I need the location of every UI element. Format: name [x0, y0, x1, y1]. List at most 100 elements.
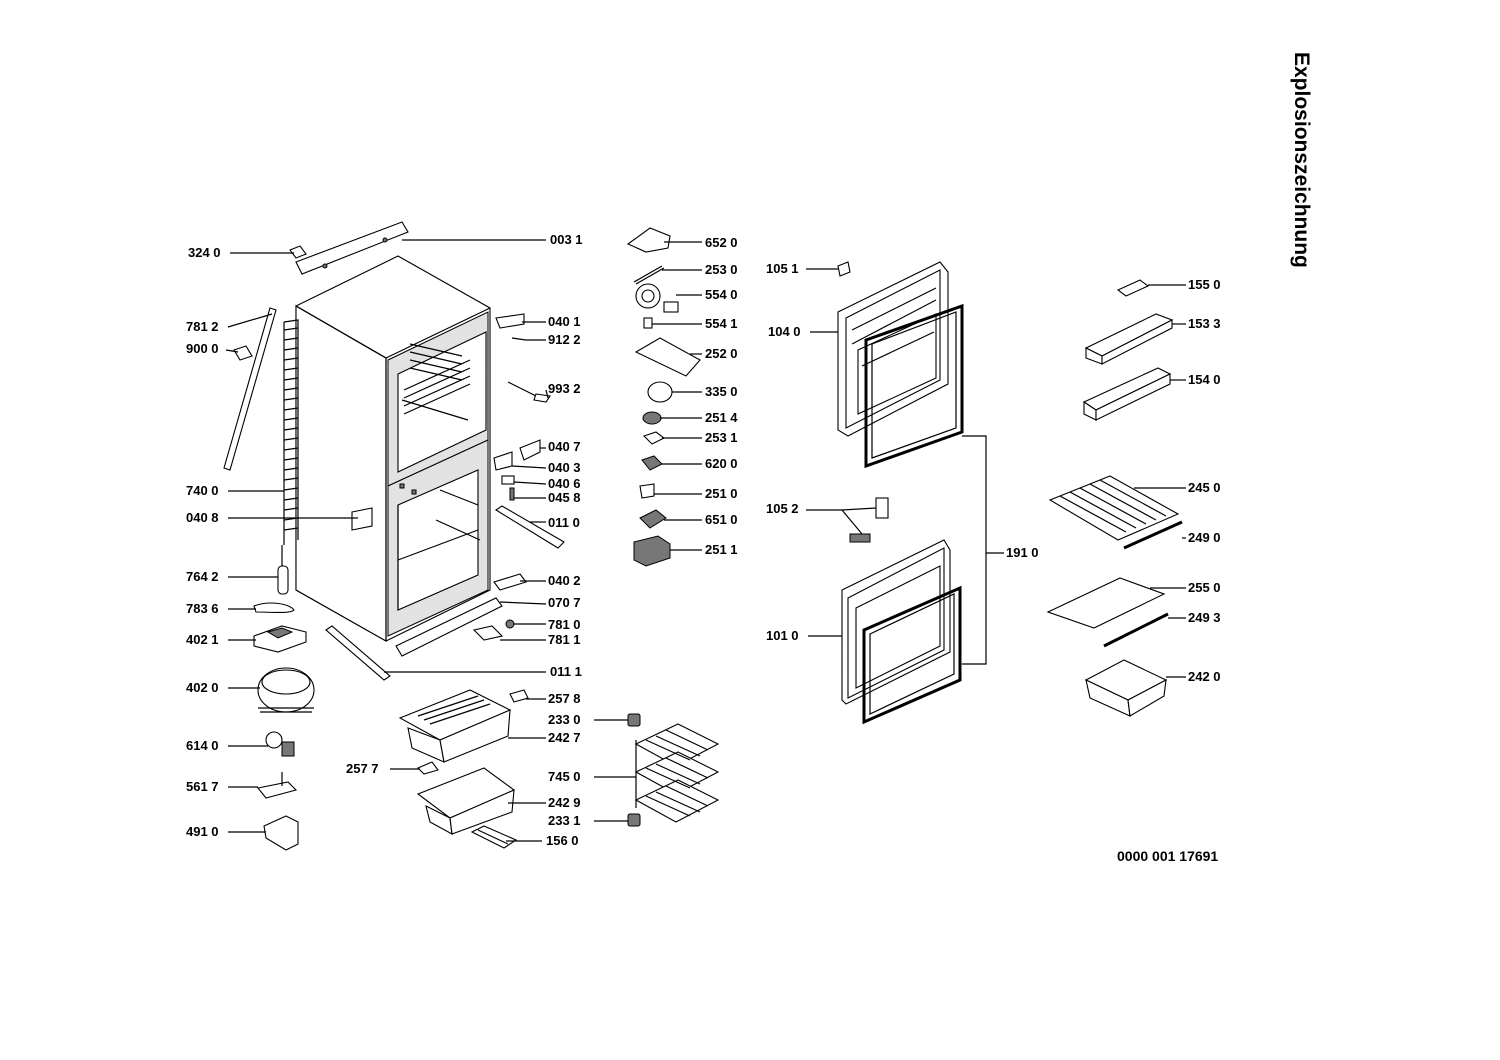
part-label: 249 3	[1188, 610, 1221, 625]
part-label: 255 0	[1188, 580, 1221, 595]
part-105-1	[837, 261, 851, 277]
part-label: 070 7	[548, 595, 581, 610]
part-label: 251 0	[705, 486, 738, 501]
part-label: 402 1	[186, 632, 219, 647]
door-shelf-154-0	[1082, 367, 1172, 421]
part-233-1	[627, 813, 641, 827]
part-label: 652 0	[705, 235, 738, 250]
part-label: 011 1	[550, 664, 582, 679]
part-label: 561 7	[186, 779, 219, 794]
part-324-0	[289, 245, 307, 259]
part-652-0	[626, 227, 671, 253]
drawer-242-7	[398, 689, 512, 763]
part-011-0	[494, 505, 565, 549]
cover-part	[263, 815, 299, 851]
part-label: 764 2	[186, 569, 219, 584]
side-strip-part	[223, 307, 277, 471]
part-label: 191 0	[1006, 545, 1039, 560]
top-cover-part	[295, 221, 409, 275]
part-040-2	[493, 573, 527, 591]
document-number: 0000 001 17691	[1117, 848, 1219, 864]
part-label: 233 0	[548, 712, 581, 727]
freezer-shelves	[634, 723, 720, 823]
part-155-0	[1116, 279, 1150, 297]
part-040-8	[351, 507, 373, 531]
part-040-7	[519, 439, 541, 461]
freezer-door	[837, 261, 949, 437]
condenser-part	[279, 319, 299, 571]
part-label: 783 6	[186, 601, 219, 616]
fridge-door	[841, 539, 951, 705]
part-label: 045 8	[548, 490, 581, 505]
part-label: 040 3	[548, 460, 581, 475]
part-label: 253 1	[705, 430, 738, 445]
part-label: 040 1	[548, 314, 581, 329]
part-335-0	[647, 381, 673, 403]
part-label: 011 0	[548, 515, 580, 530]
part-561-7	[257, 772, 298, 799]
part-label: 614 0	[186, 738, 219, 753]
part-label: 900 0	[186, 341, 219, 356]
part-040-3	[493, 451, 513, 471]
part-label: 491 0	[186, 824, 219, 839]
door-shelf-153-3	[1084, 313, 1174, 365]
part-label: 105 1	[766, 261, 799, 276]
drawer-242-9	[416, 767, 516, 835]
part-040-1	[495, 313, 525, 329]
part-011-1	[325, 625, 391, 681]
part-554-0	[635, 283, 679, 313]
part-label: 105 2	[766, 501, 799, 516]
part-label: 251 4	[705, 410, 738, 425]
part-label: 242 7	[548, 730, 581, 745]
part-label: 153 3	[1188, 316, 1221, 331]
part-label: 245 0	[1188, 480, 1221, 495]
drier-part	[277, 565, 289, 595]
part-label: 335 0	[705, 384, 738, 399]
part-label: 242 9	[548, 795, 581, 810]
part-label: 324 0	[188, 245, 221, 260]
part-label: 242 0	[1188, 669, 1221, 684]
part-label: 253 0	[705, 262, 738, 277]
part-label: 040 8	[186, 510, 219, 525]
part-label: 651 0	[705, 512, 738, 527]
part-label: 155 0	[1188, 277, 1221, 292]
part-label: 257 8	[548, 691, 581, 706]
compressor-part	[257, 667, 315, 713]
leader-lines	[225, 239, 1186, 842]
part-651-0	[639, 509, 667, 529]
part-251-4	[642, 411, 662, 425]
part-label: 003 1	[550, 232, 583, 247]
part-label: 104 0	[768, 324, 801, 339]
part-253-1	[642, 431, 666, 445]
strip-249-0	[1123, 520, 1183, 550]
part-label: 101 0	[766, 628, 799, 643]
part-label: 993 2	[548, 381, 581, 396]
part-label: 154 0	[1188, 372, 1221, 387]
fridge-door-gasket	[862, 585, 962, 725]
part-257-7	[417, 761, 439, 775]
part-251-1	[633, 535, 671, 567]
part-900-0	[233, 345, 253, 361]
bottom-rail-part	[395, 597, 503, 657]
part-label: 257 7	[346, 761, 379, 776]
part-label: 912 2	[548, 332, 581, 347]
part-label: 620 0	[705, 456, 738, 471]
tray-part	[253, 625, 307, 653]
part-label: 740 0	[186, 483, 219, 498]
page-title: Explosionszeichnung	[1290, 52, 1313, 268]
part-label: 251 1	[705, 542, 738, 557]
part-label: 554 1	[705, 316, 738, 331]
relay-part	[265, 731, 295, 757]
part-251-0	[639, 483, 655, 499]
part-252-0	[634, 337, 701, 377]
crisper-242-0	[1084, 659, 1168, 717]
part-label: 252 0	[705, 346, 738, 361]
tube-part	[253, 602, 295, 614]
part-label: 040 2	[548, 573, 581, 588]
wire-shelf-245-0	[1048, 475, 1180, 541]
part-156-0	[470, 825, 518, 849]
part-label: 156 0	[546, 833, 579, 848]
gasket-set-bracket	[962, 435, 987, 665]
